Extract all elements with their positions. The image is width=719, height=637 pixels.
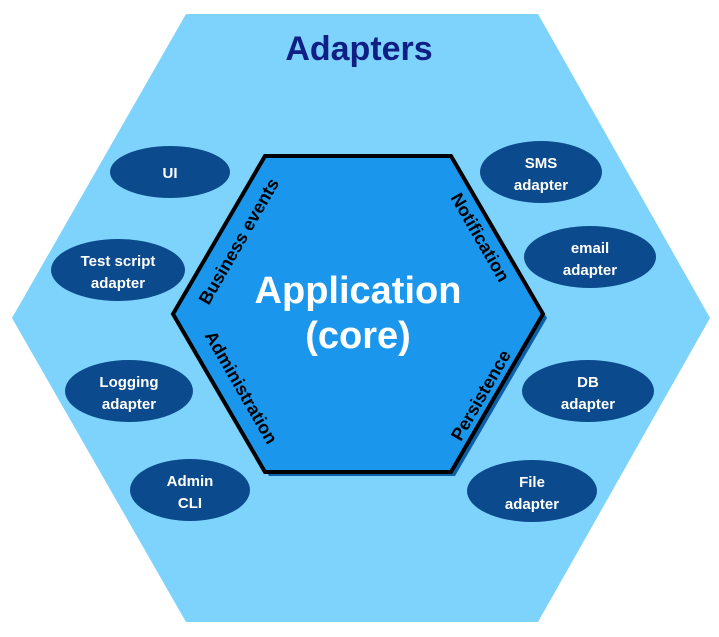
adapter-file-label-2: adapter [505,496,559,513]
adapter-test-script-label-2: adapter [91,275,145,292]
adapter-ui-label: UI [163,165,178,182]
core-title: Application [255,270,462,312]
adapter-admin-cli-label-1: Admin [167,473,214,490]
adapter-ui: UI [110,146,230,198]
adapter-sms-label-1: SMS [525,155,558,172]
adapter-sms: SMS adapter [480,141,602,203]
adapter-file: File adapter [467,460,597,522]
adapter-email-label-1: email [571,240,609,257]
adapter-db: DB adapter [522,360,654,422]
adapter-email: email adapter [524,226,656,288]
adapter-admin-cli: Admin CLI [130,459,250,521]
adapter-db-label-2: adapter [561,396,615,413]
adapters-title: Adapters [285,30,432,68]
core-hexagon [170,154,546,474]
adapter-logging-label-1: Logging [99,374,158,391]
adapter-email-label-2: adapter [563,262,617,279]
adapter-logging: Logging adapter [65,360,193,422]
adapter-admin-cli-label-2: CLI [178,495,202,512]
adapter-file-label-1: File [519,474,545,491]
adapter-test-script: Test script adapter [51,239,185,301]
adapter-sms-label-2: adapter [514,177,568,194]
adapter-logging-label-2: adapter [102,396,156,413]
adapter-test-script-label-1: Test script [81,253,156,270]
core-subtitle: (core) [305,315,411,357]
adapter-db-label-1: DB [577,374,599,391]
